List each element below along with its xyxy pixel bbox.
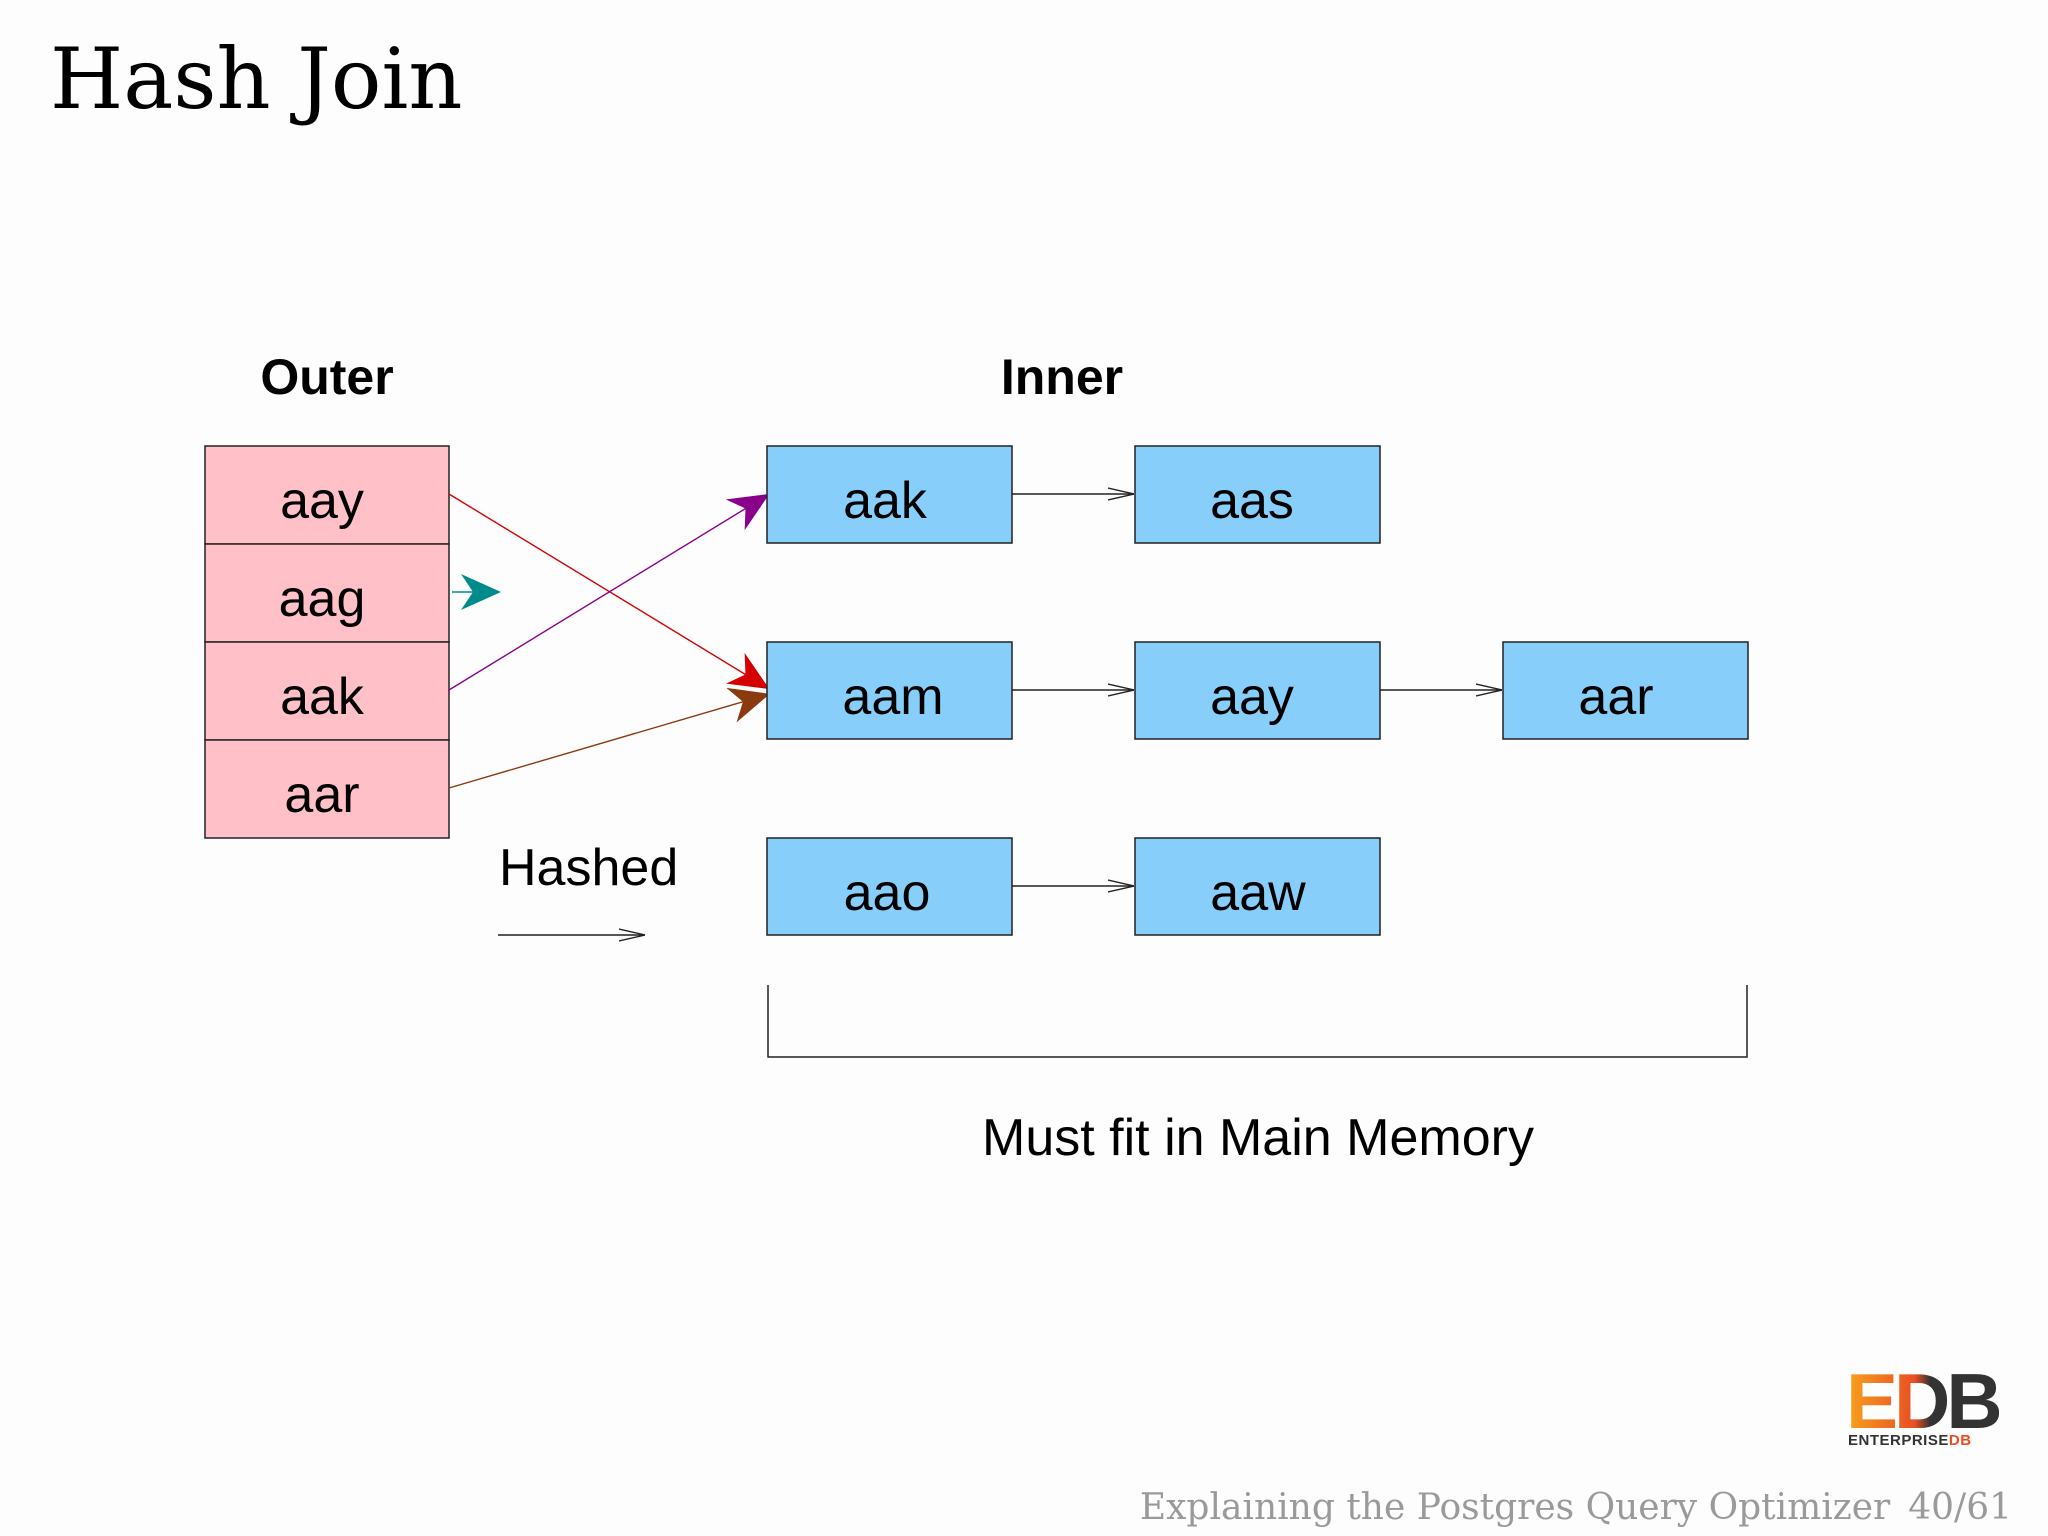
bucket-entry-aak <box>766 445 1013 544</box>
outer-row-label: aar <box>284 766 359 824</box>
outer-heading: Outer <box>260 349 393 405</box>
edb-logo-wordmark: ENTERPRISEDB <box>1848 1432 1972 1449</box>
hash-arrow-aak <box>448 493 770 691</box>
hashed-legend-label: Hashed <box>499 839 678 897</box>
inner-heading: Inner <box>1001 349 1123 405</box>
outer-row-label: aak <box>280 668 365 726</box>
outer-row-aay <box>204 445 450 545</box>
outer-table: aay aag aak aar <box>204 445 450 839</box>
bucket-entry-label: aao <box>844 864 931 922</box>
memory-note: Must fit in Main Memory <box>982 1109 1534 1167</box>
outer-row-label: aag <box>279 570 366 628</box>
edb-logo-mark: EDB <box>1846 1357 2003 1445</box>
edb-logo: EDB ENTERPRISEDB <box>1846 1357 2003 1450</box>
outer-row-aak <box>204 641 450 741</box>
presentation-title: Explaining the Postgres Query Optimizer <box>1139 1487 1891 1528</box>
bucket-entry-label: aak <box>843 472 928 530</box>
memory-bracket <box>767 985 1748 1058</box>
bucket-entry-aas <box>1134 445 1381 544</box>
inner-hash-table: aak aas aam aay aar aao aaw <box>766 445 1749 936</box>
bucket-entry-label: aaw <box>1210 864 1306 922</box>
outer-row-aag <box>204 543 450 643</box>
slide-footer: Explaining the Postgres Query Optimizer 4… <box>1140 1487 2012 1528</box>
hash-arrow-aay <box>448 493 770 690</box>
bucket-entry-aam <box>766 641 1013 740</box>
outer-row-label: aay <box>280 472 364 530</box>
bucket-entry-label: aay <box>1210 668 1294 726</box>
bucket-entry-label: aar <box>1578 668 1653 726</box>
bucket-entry-label: aam <box>842 668 943 726</box>
bucket-entry-aay <box>1134 641 1381 740</box>
outer-row-aar <box>204 739 450 839</box>
page-number: 40/61 <box>1908 1487 2012 1528</box>
slide-title: Hash Join <box>50 30 463 128</box>
logo-word-left: ENTERPRISE <box>1848 1432 1949 1449</box>
bucket-entry-aar <box>1502 641 1749 740</box>
bucket-entry-label: aas <box>1210 472 1294 530</box>
logo-word-right: DB <box>1948 1432 1972 1449</box>
bucket-entry-aaw <box>1134 837 1381 936</box>
hash-arrow-aar <box>448 687 770 789</box>
